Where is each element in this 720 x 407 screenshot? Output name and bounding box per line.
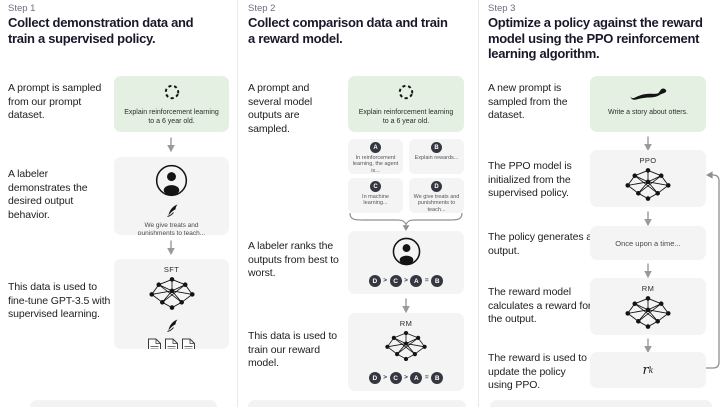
rank-badge: A (410, 275, 423, 287)
labeler-person-icon (155, 164, 188, 202)
down-arrow-icon (643, 136, 653, 157)
step3-title: Optimize a policy against the reward mod… (488, 15, 703, 61)
rank-separator: > (383, 374, 388, 381)
next-section-card (30, 400, 217, 407)
down-arrow-icon (166, 137, 176, 158)
rank-separator: = (424, 374, 429, 381)
neural-network-icon (623, 166, 673, 207)
next-section-card (248, 400, 466, 407)
column-divider (478, 0, 479, 407)
rank-separator: > (404, 374, 408, 381)
step3-prompt-caption: A new prompt is sampled from the dataset… (488, 82, 568, 121)
step1-title: Collect demonstration data and train a s… (8, 15, 194, 46)
step3-output-caption: The policy generates an output. (488, 231, 598, 257)
step1-labeler-caption: A labeler demonstrates the desired outpu… (8, 168, 88, 221)
step2-train-caption: This data is used to train our reward mo… (248, 330, 338, 369)
step1-prompt-caption: A prompt is sampled from our prompt data… (8, 82, 102, 121)
step1-labeler-box: We give treats and punishments to teach.… (114, 157, 229, 235)
brace-down-icon (348, 212, 464, 237)
next-section-card (490, 400, 712, 407)
step1-sft-box: SFT (114, 259, 229, 349)
labeler-person-icon (392, 237, 421, 271)
quill-icon (166, 318, 178, 337)
rank-badge: C (389, 275, 402, 287)
output-card-d: D We give treats and punishments to teac… (409, 178, 464, 213)
rank-badge: B (431, 275, 444, 287)
output-card-text: In machine learning... (362, 194, 389, 207)
rank-separator: = (424, 277, 429, 284)
rank-badge: B (431, 372, 444, 384)
rank-separator: > (404, 277, 408, 284)
rm-model-label: RM (399, 319, 413, 328)
step3-reward-caption: The reward model calculates a reward for… (488, 286, 592, 325)
output-card-a: A In reinforcement learning, the agent i… (348, 139, 403, 174)
output-card-b: B Explain rewards... (409, 139, 464, 174)
output-letter-badge: B (431, 142, 442, 153)
column-divider (237, 0, 238, 407)
ppo-model-label: PPO (639, 156, 657, 165)
step2-prompt-caption: A prompt and several model outputs are s… (248, 82, 313, 135)
rm-model-label: RM (641, 284, 655, 293)
neural-network-icon (623, 294, 673, 335)
sft-model-label: SFT (163, 265, 180, 274)
step2-prompt-text: Explain reinforcement learning to a 6 ye… (358, 109, 454, 125)
output-card-text: Explain rewards... (414, 155, 459, 161)
step3-update-caption: The reward is used to update the policy … (488, 352, 587, 391)
step1-prompt-box: Explain reinforcement learning to a 6 ye… (114, 76, 229, 132)
step1-labeler-text: We give treats and punishments to teach.… (137, 222, 206, 235)
sample-cycle-icon (398, 84, 414, 105)
step1-label: Step 1 (8, 3, 36, 14)
reward-symbol: r (642, 362, 649, 378)
output-letter-badge: C (370, 181, 381, 192)
documents-icon (148, 338, 195, 349)
step2-rm-box: RM D > C > (348, 313, 464, 391)
step2-title: Collect comparison data and train a rewa… (248, 15, 448, 46)
quill-icon (166, 203, 178, 222)
step3-output-box: Once upon a time... (590, 226, 706, 260)
down-arrow-icon (643, 338, 653, 359)
sample-cycle-icon (164, 84, 180, 105)
step3-ppo-box: PPO (590, 150, 706, 207)
output-card-text: We give treats and punishments to teach.… (413, 194, 460, 213)
step1-prompt-text: Explain reinforcement learning to a 6 ye… (124, 109, 219, 125)
output-card-text: In reinforcement learning, the agent is.… (352, 155, 399, 174)
down-arrow-icon (401, 298, 411, 319)
output-card-c: C In machine learning... (348, 178, 403, 213)
output-letter-badge: A (370, 142, 381, 153)
step2-label: Step 2 (248, 3, 276, 14)
rank-badge: D (368, 372, 381, 384)
rank-badge: C (389, 372, 402, 384)
step2-prompt-box: Explain reinforcement learning to a 6 ye… (348, 76, 464, 132)
down-arrow-icon (643, 263, 653, 284)
step3-rm-box: RM (590, 278, 706, 335)
step3-output-text: Once upon a time... (615, 238, 681, 248)
step2-rank-caption: A labeler ranks the outputs from best to… (248, 240, 339, 279)
step3-ppo-caption: The PPO model is initialized from the su… (488, 160, 572, 199)
step3-prompt-text: Write a story about otters. (607, 109, 688, 116)
step2-labeler-box: D > C > A = B (348, 231, 464, 294)
reward-subscript: k (648, 365, 654, 375)
rank-separator: > (383, 277, 388, 284)
ranking-row: D > C > A = B (368, 372, 444, 384)
otter-icon (629, 85, 667, 105)
output-letter-badge: D (431, 181, 442, 192)
step1-finetune-caption: This data is used to fine-tune GPT-3.5 w… (8, 281, 111, 320)
rank-badge: D (368, 275, 381, 287)
feedback-loop-arrow-icon (704, 140, 720, 385)
rank-badge: A (410, 372, 423, 384)
ranking-row: D > C > A = B (368, 275, 444, 287)
down-arrow-icon (643, 211, 653, 232)
step3-prompt-box: Write a story about otters. (590, 76, 706, 132)
step3-label: Step 3 (488, 3, 516, 14)
neural-network-icon (147, 275, 197, 317)
down-arrow-icon (166, 240, 176, 261)
neural-network-icon (383, 329, 429, 368)
